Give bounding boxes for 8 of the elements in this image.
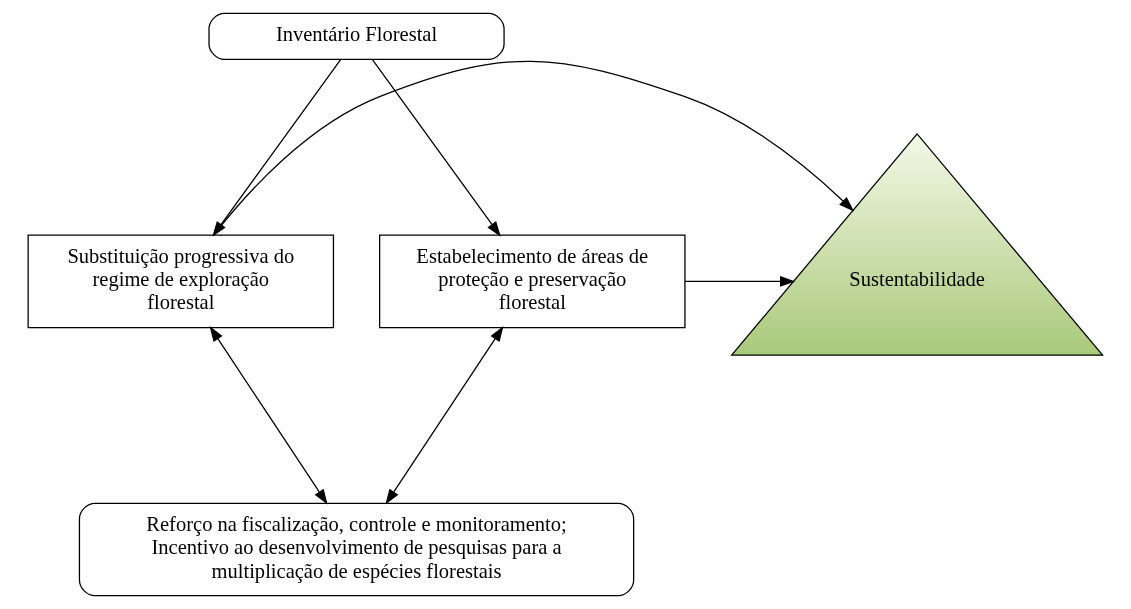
- node-box: Inventário Florestal: [208, 12, 505, 61]
- node-box: Substituição progressiva do regime de exploração florestal: [27, 234, 335, 329]
- arrow: [371, 59, 501, 237]
- node-box: Estabelecimento de áreas de proteção e preservação florestal: [379, 234, 686, 329]
- node-box: Reforço na fiscalização, controle e monitoramento; Incentivo ao desenvolvimento de pesquisas para a multiplicação de espécies florestais: [78, 502, 635, 597]
- arrow: [684, 276, 796, 287]
- arrow: [209, 326, 328, 505]
- arrow: [385, 326, 504, 505]
